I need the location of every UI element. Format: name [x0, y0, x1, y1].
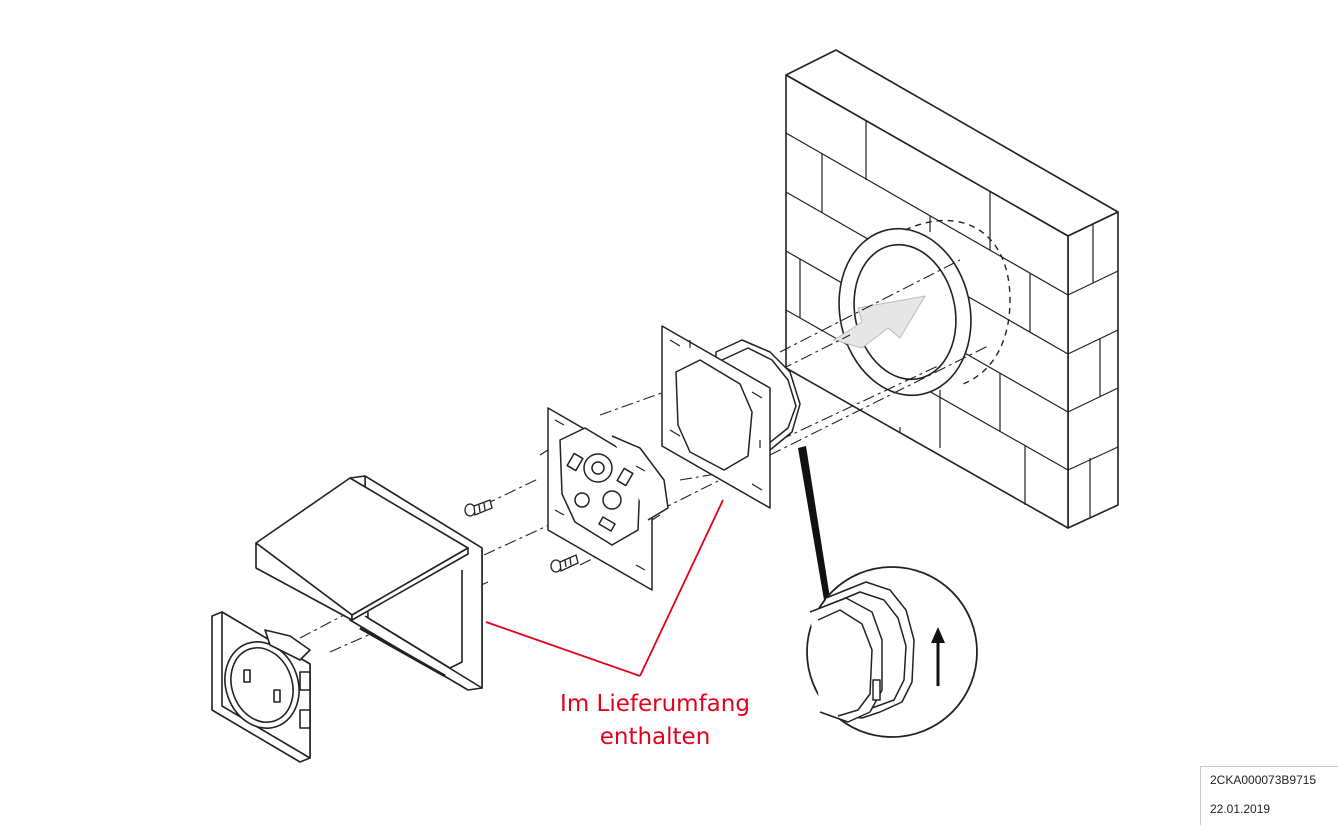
screw — [464, 499, 579, 573]
callout-leader-lines — [485, 499, 724, 677]
callout-line-1: Im Lieferumfang — [560, 691, 750, 717]
insertion-arrow — [832, 295, 926, 349]
socket-outlet — [211, 611, 311, 763]
document-info-box: 2CKA000073B9715 22.01.2019 — [1200, 766, 1338, 825]
hinged-lid — [255, 477, 469, 621]
detail-magnifier — [798, 446, 978, 738]
document-number: 2CKA000073B9715 — [1210, 773, 1317, 787]
callout-line-2: enthalten — [599, 724, 711, 750]
included-in-delivery-label: Im Lieferumfang enthalten — [520, 688, 790, 754]
wall — [785, 49, 1119, 529]
socket-insert — [539, 407, 669, 591]
document-date: 22.01.2019 — [1210, 802, 1271, 816]
flush-box — [661, 325, 801, 509]
up-arrow — [931, 627, 945, 686]
